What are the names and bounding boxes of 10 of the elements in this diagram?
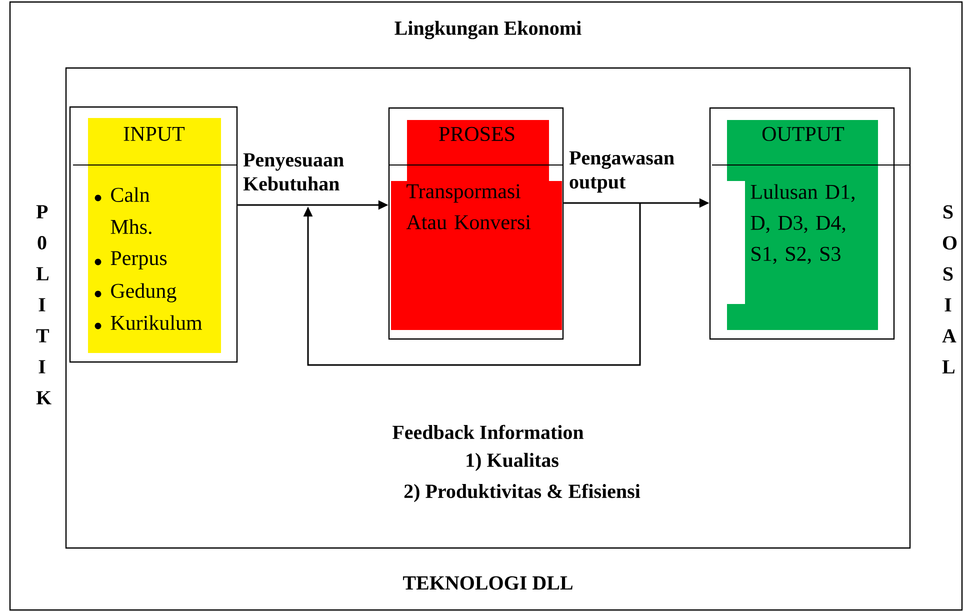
inner-frame (65, 67, 911, 549)
heading: Feedback Information (392, 424, 584, 440)
feedback-arrow (303, 203, 641, 366)
list-item: 1) Kualitas (466, 452, 558, 472)
output-box: OUTPUT Lulusan D1, D, D3, D4, S1, S2, S3 (709, 107, 895, 340)
process-box: PROSES Transpormasi Atau Konversi (388, 107, 564, 340)
edge-label: Pengawasan output (569, 151, 674, 193)
edge-label: Penyesuaan Kebutuhan (243, 153, 344, 191)
input-box: INPUT Caln Mhs. Perpus Gedung Kurikulum (69, 106, 238, 363)
list-item: 2) Produktivitas & Efisiensi (404, 484, 640, 502)
